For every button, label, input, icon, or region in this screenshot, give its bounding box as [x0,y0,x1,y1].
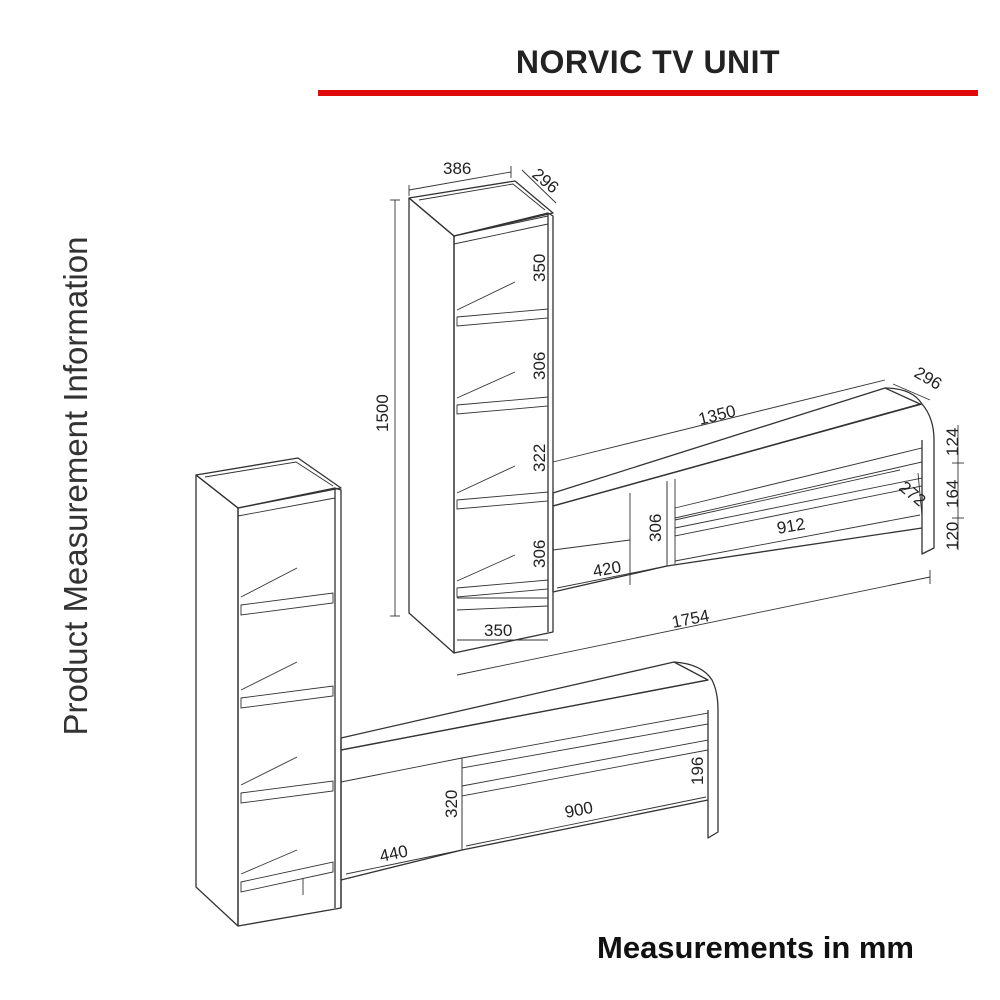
tv-unit-lower [340,661,719,908]
dim-shelf-3: 322 [530,444,549,472]
bookcase-lower [195,457,342,927]
red-accent-bar [318,90,978,96]
dimension-lines [345,166,964,875]
dim-bookcase-width: 386 [443,159,471,178]
bookcase-upper [408,180,554,654]
dim-open-height: 306 [646,514,665,542]
diagram-title: NORVIC TV UNIT [515,44,781,80]
dim-tv-unit-width: 1350 [696,401,737,429]
dim-bookcase-inner-width: 350 [484,621,512,640]
dim-lower-drawer-width: 900 [563,798,594,822]
dim-total-width: 1754 [670,606,711,632]
dim-right-upper-gap: 124 [943,428,962,456]
dim-right-lower-gap: 120 [943,522,962,550]
dim-lower-height: 320 [442,790,461,818]
dimension-labels: 386 296 1500 350 306 322 306 350 1350 29… [373,159,962,866]
dim-tv-unit-depth: 296 [911,363,945,394]
dim-shelf-1: 350 [530,254,549,282]
dim-open-width: 420 [591,557,622,581]
dim-lower-drawer-height: 196 [688,757,707,785]
dim-drawer-width: 912 [775,514,806,538]
dim-bookcase-height: 1500 [373,394,392,432]
measurement-unit-note: Measurements in mm [597,930,914,965]
title-underline [318,90,978,96]
dim-bookcase-depth: 296 [528,165,562,198]
dim-right-middle-gap: 164 [943,480,962,508]
dim-shelf-2: 306 [530,352,549,380]
dim-shelf-4: 306 [530,540,549,568]
